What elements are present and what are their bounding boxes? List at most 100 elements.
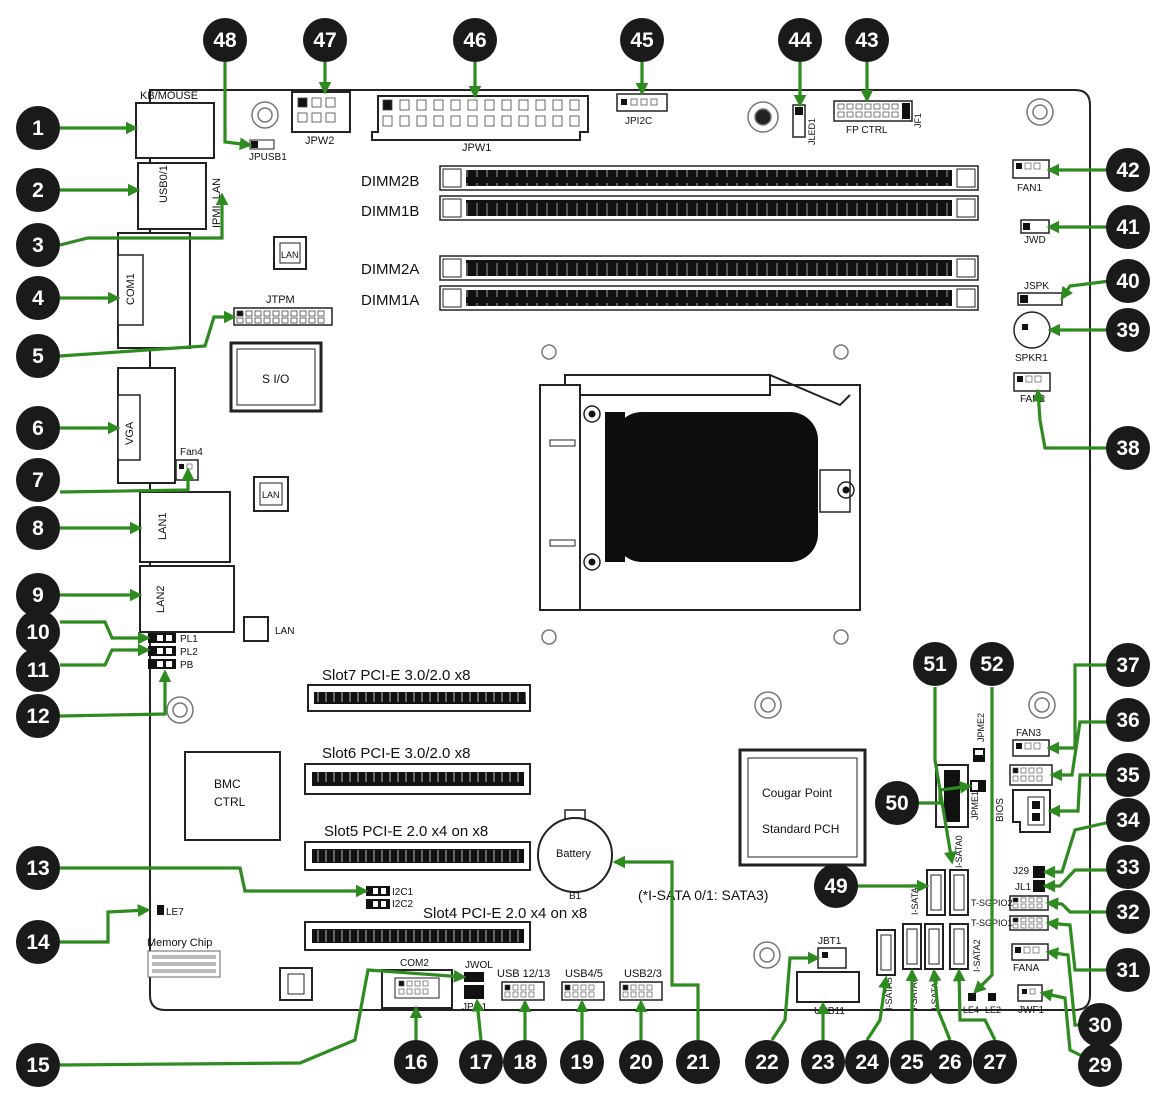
svg-text:15: 15 [26, 1054, 50, 1077]
cpu-socket [539, 374, 861, 611]
lan-chip-3 [243, 616, 269, 642]
usb23-label: USB2/3 [624, 968, 662, 980]
jpg1-label: JPG1 [462, 1002, 487, 1013]
fana-label: FANA [1013, 963, 1039, 974]
jf1-label: JF1 [913, 113, 923, 128]
callout-28: 29 [1078, 1043, 1122, 1087]
pch-label-1: Cougar Point [762, 786, 833, 800]
le2-led [988, 993, 996, 1001]
svg-text:36: 36 [1116, 709, 1139, 732]
lan-chip-3-label: LAN [275, 626, 294, 637]
svg-text:11: 11 [27, 659, 50, 682]
slot7-label: Slot7 PCI-E 3.0/2.0 x8 [322, 667, 470, 684]
svg-text:6: 6 [32, 417, 44, 440]
fan4-label: Fan4 [180, 447, 203, 458]
pl1-label: PL1 [180, 634, 198, 645]
jpi2c-label: JPI2C [625, 116, 652, 127]
svg-text:12: 12 [26, 705, 49, 728]
svg-text:51: 51 [923, 653, 947, 676]
usb1213-label: USB 12/13 [497, 968, 550, 980]
pl2-label: PL2 [180, 647, 198, 658]
callout-21: 21 [676, 1040, 720, 1084]
svg-text:48: 48 [213, 29, 237, 52]
callout-2: 2 [16, 168, 60, 212]
svg-text:1: 1 [32, 117, 44, 140]
pb-label: PB [180, 660, 194, 671]
jwol-label: JWOL [465, 960, 493, 971]
callout-5: 5 [16, 334, 60, 378]
fan3-label: FAN3 [1016, 728, 1041, 739]
svg-text:21: 21 [686, 1051, 710, 1074]
callout-10: 10 [16, 610, 60, 654]
svg-text:23: 23 [811, 1051, 834, 1074]
lan-chip-2-label: LAN [262, 490, 280, 500]
svg-text:40: 40 [1116, 270, 1139, 293]
svg-text:3: 3 [32, 234, 44, 257]
spkr1-label: SPKR1 [1015, 353, 1048, 364]
svg-text:13: 13 [26, 857, 49, 880]
com2-label: COM2 [400, 958, 429, 969]
le7-label: LE7 [166, 907, 184, 918]
callout-27: 27 [973, 1040, 1017, 1084]
jpw2-label: JPW2 [305, 135, 334, 147]
usb01-port [137, 162, 207, 230]
jspk-label: JSPK [1024, 281, 1049, 292]
memory-chip-label: Memory Chip [147, 937, 212, 949]
callout-15: 15 [16, 1043, 60, 1087]
callout-31: 32 [1106, 890, 1150, 934]
pch-chip [738, 748, 867, 867]
j29-label: J29 [1013, 866, 1030, 877]
svg-text:35: 35 [1116, 764, 1140, 787]
spkr1-buzzer [1013, 311, 1051, 349]
callout-44: 45 [620, 18, 664, 62]
callout-4: 4 [16, 276, 60, 320]
lan2-port [139, 565, 235, 633]
callout-22: 22 [745, 1040, 789, 1084]
callout-19: 19 [560, 1040, 604, 1084]
slot4-label: Slot4 PCI-E 2.0 x4 on x8 [423, 905, 587, 922]
dimm1b-label: DIMM1B [361, 203, 419, 220]
svg-text:42: 42 [1116, 159, 1139, 182]
jtpm-pins [236, 310, 325, 324]
fp-ctrl-label: FP CTRL [846, 125, 888, 136]
svg-text:50: 50 [885, 792, 908, 815]
callout-50: 51 [913, 642, 957, 686]
callout-47: 48 [203, 18, 247, 62]
isata1-label: I-SATA1 [910, 882, 920, 915]
svg-text:24: 24 [855, 1051, 879, 1074]
svg-text:20: 20 [629, 1051, 652, 1074]
callout-45: 46 [453, 18, 497, 62]
kb-mouse-label: KB/MOUSE [140, 90, 198, 102]
svg-text:41: 41 [1116, 216, 1140, 239]
dimm1a-label: DIMM1A [361, 292, 419, 309]
jpusb1-label: JPUSB1 [249, 152, 287, 163]
callout-26: 26 [928, 1040, 972, 1084]
svg-text:29: 29 [1088, 1054, 1111, 1077]
callout-30: 31 [1106, 948, 1150, 992]
callout-33: 34 [1106, 798, 1150, 842]
le2-label: LE2 [985, 1005, 1001, 1015]
svg-text:45: 45 [630, 29, 654, 52]
lan1-label: LAN1 [157, 512, 169, 540]
svg-text:25: 25 [900, 1051, 924, 1074]
usb01-label: USB0/1 [158, 165, 170, 203]
callout-20: 20 [619, 1040, 663, 1084]
jpme2-label: JPME2 [976, 713, 986, 742]
jbt1-label: JBT1 [818, 936, 842, 947]
callout-3: 3 [16, 223, 60, 267]
isata4-label: I-SATA4 [909, 977, 919, 1010]
fan1-label: FAN1 [1017, 183, 1042, 194]
svg-text:34: 34 [1116, 809, 1140, 832]
com1-label: COM1 [125, 273, 137, 305]
dimm-slots: DIMM2B DIMM1B DIMM2A DIMM1A [361, 165, 979, 311]
svg-text:32: 32 [1116, 901, 1139, 924]
le4-label: LE4 [963, 1005, 979, 1015]
vga-label: VGA [124, 421, 136, 445]
callout-6: 6 [16, 406, 60, 450]
isata2-label: I-SATA2 [972, 939, 982, 972]
callout-32: 33 [1106, 845, 1150, 889]
slot5-label: Slot5 PCI-E 2.0 x4 on x8 [324, 823, 488, 840]
callout-16: 16 [394, 1040, 438, 1084]
dimm2b-label: DIMM2B [361, 173, 419, 190]
